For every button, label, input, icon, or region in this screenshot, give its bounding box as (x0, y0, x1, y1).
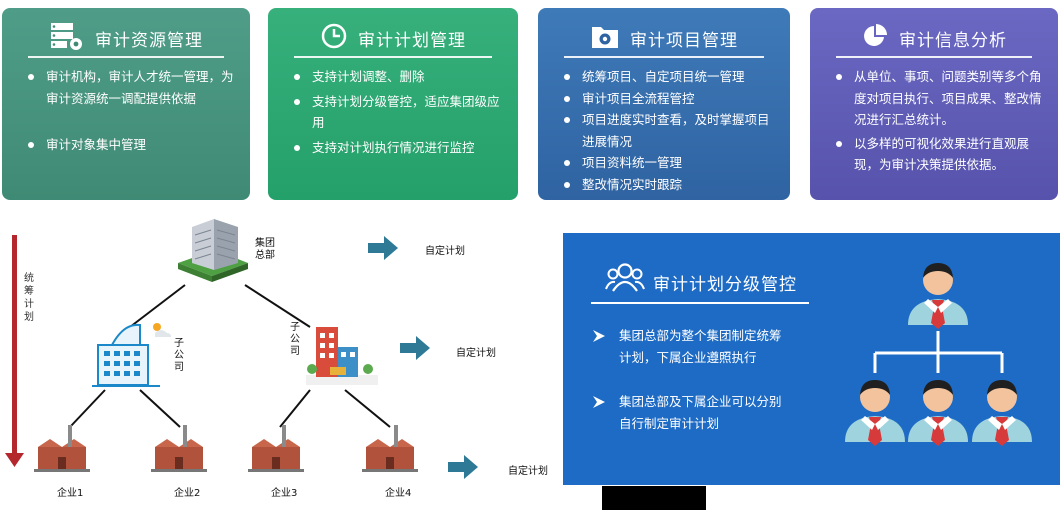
factory-icon (362, 425, 418, 472)
pie-chart-icon (861, 22, 889, 54)
plan-control-panel: 审计计划分级管控 集团总部为整个集团制定统筹计划，下属企业遵照执行 集团总部及下… (563, 233, 1060, 485)
enterprise-label: 企业3 (271, 488, 298, 499)
card-item: 从单位、事项、问题类别等多个角度对项目执行、项目成果、整改情况进行汇总统计。 (832, 66, 1044, 131)
right-arrow-icon (368, 236, 398, 260)
manager-person-icon (908, 263, 968, 329)
card-item: 支持计划调整、删除 (290, 66, 504, 88)
subsidiary-building-icon (306, 327, 378, 385)
card-audit-resource: 审计资源管理 审计机构，审计人才统一管理，为审计资源统一调配提供依据 审计对象集… (2, 8, 250, 200)
folder-gear-icon (590, 21, 620, 55)
subsidiary-label: 子公司 (174, 338, 184, 373)
self-plan-label: 自定计划 (508, 466, 548, 477)
factory-icon (151, 425, 207, 472)
factory-icon (248, 425, 304, 472)
staff-person-icon (908, 380, 968, 446)
tree-lines (69, 284, 391, 428)
hq-label: 集团总部 (255, 238, 275, 261)
hq-building-icon (178, 219, 248, 282)
card-title: 审计信息分析 (899, 30, 1007, 51)
people-icon (605, 261, 645, 297)
divider (836, 56, 1032, 58)
factory-icon (34, 425, 90, 472)
card-item: 审计对象集中管理 (24, 134, 236, 156)
server-gear-icon (49, 21, 85, 55)
card-item: 支持对计划执行情况进行监控 (290, 137, 504, 159)
overall-plan-label: 统筹计划 (24, 273, 34, 323)
card-title: 审计资源管理 (95, 30, 203, 51)
card-title: 审计项目管理 (630, 30, 738, 51)
subsidiary-building-icon (92, 323, 171, 387)
divider (564, 56, 764, 58)
right-arrow-icon (448, 455, 478, 479)
divider (591, 302, 809, 304)
card-item: 审计项目全流程管控 (560, 88, 776, 110)
hierarchy-people-illustration (845, 263, 1032, 446)
staff-person-icon (972, 380, 1032, 446)
card-item: 项目进度实时查看，及时掌握项目进展情况 (560, 109, 776, 152)
self-plan-label: 自定计划 (456, 348, 496, 359)
card-audit-project: 审计项目管理 统筹项目、自定项目统一管理 审计项目全流程管控 项目进度实时查看，… (538, 8, 790, 200)
chevron-right-icon (593, 330, 605, 342)
org-tree-diagram (5, 219, 478, 479)
self-plan-label: 自定计划 (425, 246, 465, 257)
card-item: 支持计划分级管控，适应集团级应用 (290, 91, 504, 134)
panel-title: 审计计划分级管控 (653, 275, 797, 295)
enterprise-label: 企业2 (174, 488, 201, 499)
right-arrow-icon (400, 336, 430, 360)
card-title: 审计计划管理 (358, 30, 466, 51)
card-item: 整改情况实时跟踪 (560, 174, 776, 196)
card-item: 项目资料统一管理 (560, 152, 776, 174)
card-item: 以多样的可视化效果进行直观展现，为审计决策提供依据。 (832, 133, 1044, 176)
chevron-right-icon (593, 396, 605, 408)
black-bar (602, 486, 706, 510)
down-arrow (5, 235, 24, 467)
enterprise-label: 企业1 (57, 488, 84, 499)
subsidiary-label: 子公司 (290, 322, 300, 357)
card-audit-plan: 审计计划管理 支持计划调整、删除 支持计划分级管控，适应集团级应用 支持对计划执… (268, 8, 518, 200)
card-audit-analysis: 审计信息分析 从单位、事项、问题类别等多个角度对项目执行、项目成果、整改情况进行… (810, 8, 1058, 200)
card-item: 统筹项目、自定项目统一管理 (560, 66, 776, 88)
divider (28, 56, 224, 58)
divider (294, 56, 492, 58)
panel-bullet: 集团总部为整个集团制定统筹计划，下属企业遵照执行 (593, 325, 783, 369)
panel-bullet: 集团总部及下属企业可以分别自行制定审计计划 (593, 391, 783, 435)
staff-person-icon (845, 380, 905, 446)
enterprise-label: 企业4 (385, 488, 412, 499)
card-item: 审计机构，审计人才统一管理，为审计资源统一调配提供依据 (24, 66, 236, 109)
clock-icon (320, 22, 348, 54)
